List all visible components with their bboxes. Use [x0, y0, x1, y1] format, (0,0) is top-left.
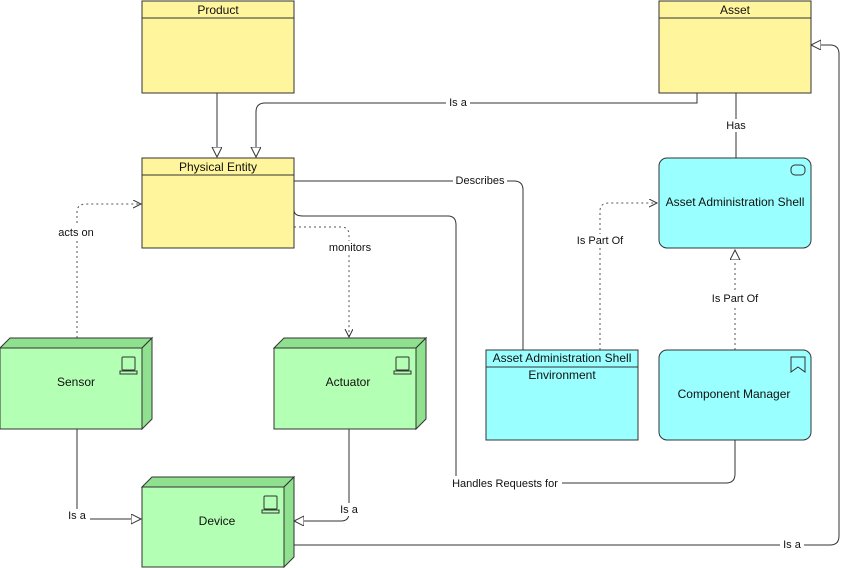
- edge-device-is-a-asset: [294, 45, 840, 546]
- node-title: Product: [197, 3, 239, 17]
- edge-sensor-is-a-device: [76, 429, 141, 519]
- edge-handles-requests: [293, 209, 736, 484]
- edge-label-describes: Describes: [456, 175, 505, 187]
- edge-asset-is-a-physical-entity: [256, 93, 698, 157]
- device-icon: [261, 495, 280, 514]
- node-asset-administration-shell[interactable]: Asset Administration Shell: [658, 157, 812, 249]
- device-icon: [393, 356, 412, 375]
- edge-label-product-is-a: Is a: [449, 97, 468, 109]
- node-aas-environment[interactable]: Asset Administration Shell Environment: [485, 349, 639, 441]
- node-actuator[interactable]: Actuator: [272, 336, 428, 431]
- node-title: Asset: [720, 3, 751, 17]
- node-title: Sensor: [57, 375, 95, 389]
- node-title-line1: Asset Administration Shell: [493, 351, 632, 365]
- node-product[interactable]: Product: [141, 0, 295, 94]
- device-icon: [119, 356, 138, 375]
- node-title: Physical Entity: [179, 160, 257, 174]
- node-asset[interactable]: Asset: [658, 0, 812, 94]
- node-title: Actuator: [326, 375, 371, 389]
- node-sensor[interactable]: Sensor: [0, 336, 154, 431]
- node-title: Device: [199, 514, 236, 528]
- node-title: Asset Administration Shell: [666, 195, 805, 209]
- edge-label-actuator-is-a: Is a: [340, 504, 359, 516]
- edge-label-handles-requests: Handles Requests for: [452, 478, 558, 490]
- edge-label-monitors: monitors: [329, 242, 372, 254]
- node-device[interactable]: Device: [140, 475, 296, 568]
- edge-sensor-acts-on: [76, 204, 141, 338]
- node-title-line2: Environment: [528, 368, 596, 382]
- edge-env-is-part-of-aas: [599, 203, 657, 350]
- edge-describes: [294, 180, 524, 350]
- edges: [76, 45, 840, 546]
- rounded-rect-icon: [790, 164, 806, 176]
- bookmark-icon: [790, 356, 806, 373]
- node-component-manager[interactable]: Component Manager: [658, 349, 812, 441]
- edge-label-has: Has: [726, 120, 746, 132]
- edge-label-device-is-a: Is a: [783, 539, 802, 551]
- edge-label-acts-on: acts on: [58, 227, 93, 239]
- edge-label-env-is-part-of: Is Part Of: [577, 235, 624, 247]
- edge-label-cm-is-part-of: Is Part Of: [712, 293, 759, 305]
- edge-label-sensor-is-a: Is a: [68, 510, 87, 522]
- node-title: Component Manager: [678, 387, 791, 401]
- edge-labels: Is a Has Describes acts on monitors Is P…: [54, 96, 804, 551]
- node-physical-entity[interactable]: Physical Entity: [141, 157, 295, 249]
